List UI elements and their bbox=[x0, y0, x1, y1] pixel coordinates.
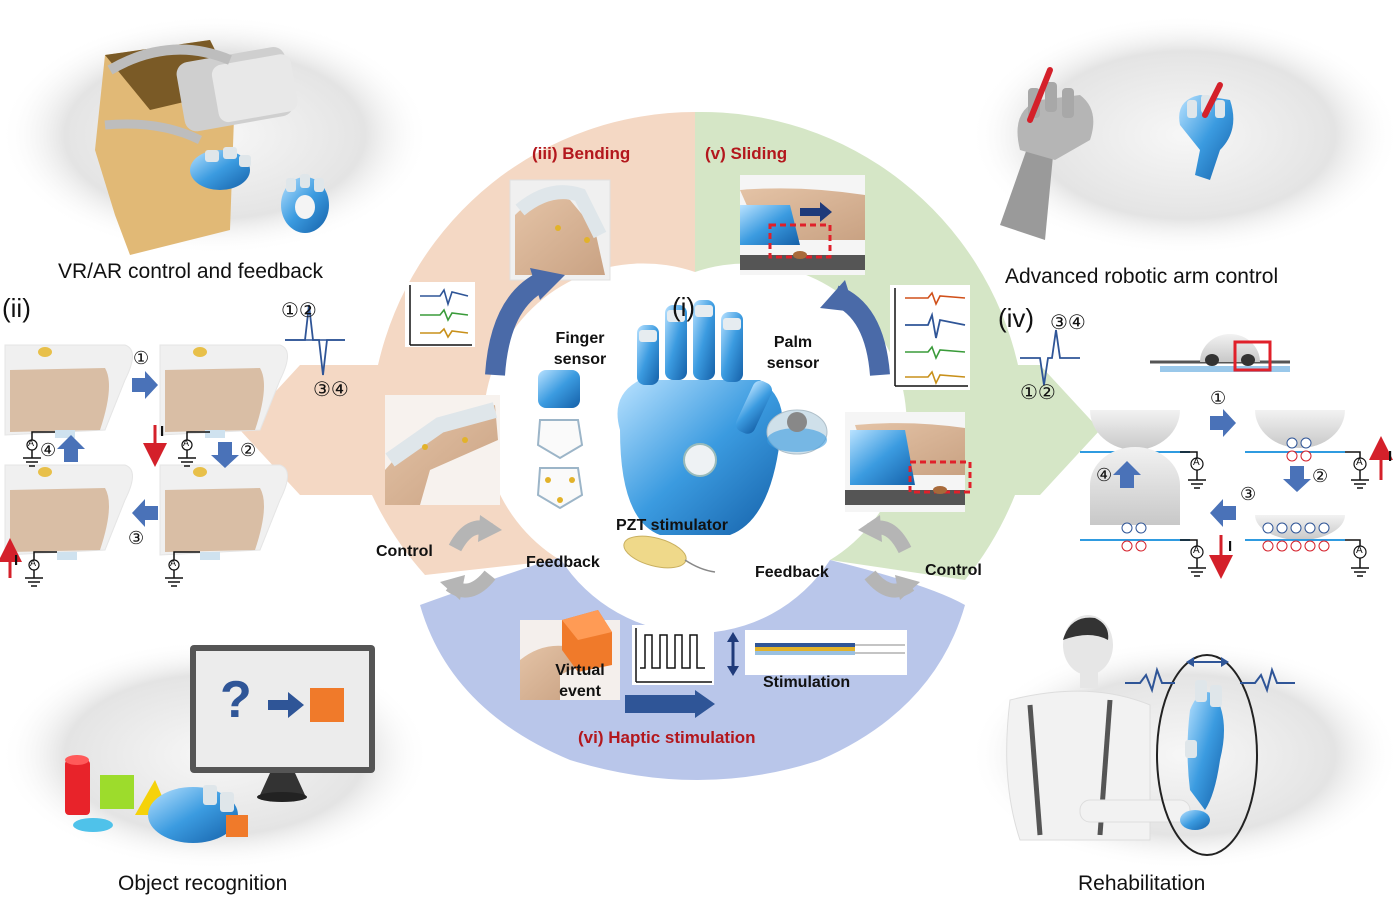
feedback-label-left: Feedback bbox=[526, 554, 600, 571]
ammeter-iv-4: A bbox=[1356, 545, 1363, 556]
ammeter-iv-1: A bbox=[1193, 457, 1200, 468]
ammeter-iv-2: A bbox=[1356, 457, 1363, 468]
ammeter-ii-1: A bbox=[28, 438, 35, 448]
palm-sensor-label: Palm sensor bbox=[758, 332, 828, 374]
control-label-left: Control bbox=[376, 543, 433, 560]
panel-ii-label: (ii) bbox=[2, 293, 31, 323]
step-iv-1: ① bbox=[1210, 388, 1227, 408]
current-ii-top: I bbox=[160, 423, 165, 440]
signal-iv-steps-bottom: ①② bbox=[1020, 382, 1056, 404]
finger-sensor-line1: Finger bbox=[555, 330, 605, 347]
signal-ii-steps-top: ①② bbox=[281, 300, 317, 322]
control-label-right: Control bbox=[925, 562, 982, 579]
current-ii-bottom: I bbox=[14, 552, 19, 569]
ammeter-ii-2: A bbox=[183, 438, 190, 448]
step-iv-4: ④ bbox=[1096, 465, 1113, 485]
loop-arrows bbox=[440, 515, 920, 600]
step-ii-2: ② bbox=[240, 440, 257, 460]
palm-sensor-line1: Palm bbox=[773, 334, 813, 351]
panel-i-label: (i) bbox=[672, 292, 696, 322]
rehabilitation-illustration bbox=[1006, 615, 1295, 856]
left-arrow-head bbox=[300, 380, 350, 480]
top-right-backdrop bbox=[970, 15, 1400, 255]
current-iv-bottom: I bbox=[1228, 538, 1233, 555]
mechanism-iv bbox=[1020, 329, 1393, 579]
step-iv-3: ③ bbox=[1240, 484, 1257, 504]
virtual-event-label: Virtual event bbox=[545, 660, 615, 702]
bending-panel bbox=[385, 179, 611, 505]
panel-vi-title: (vi) Haptic stimulation bbox=[578, 728, 756, 747]
step-ii-3: ③ bbox=[128, 528, 145, 548]
right-arrow-head bbox=[1050, 380, 1100, 480]
step-iv-2: ② bbox=[1312, 466, 1329, 486]
question-mark-icon: ? bbox=[220, 671, 252, 729]
current-iv-top: I bbox=[1388, 448, 1393, 465]
feedback-label-right: Feedback bbox=[755, 564, 829, 581]
rehabilitation-caption: Rehabilitation bbox=[1078, 872, 1206, 895]
pzt-stimulator-label: PZT stimulator bbox=[616, 517, 729, 534]
virtual-event-line2: event bbox=[559, 683, 601, 700]
stimulation-label: Stimulation bbox=[763, 674, 851, 691]
signal-ii-steps-bottom: ③④ bbox=[313, 379, 349, 401]
object-recognition-illustration bbox=[65, 645, 375, 843]
finger-sensor-line2: sensor bbox=[553, 351, 607, 368]
object-recognition-caption: Object recognition bbox=[118, 872, 288, 895]
vr-ar-caption: VR/AR control and feedback bbox=[58, 260, 323, 283]
ammeter-ii-3: A bbox=[30, 558, 37, 568]
ammeter-iv-3: A bbox=[1193, 545, 1200, 556]
panel-iv-label: (iv) bbox=[998, 303, 1035, 333]
mechanism-ii bbox=[0, 304, 345, 587]
virtual-event-line1: Virtual bbox=[555, 662, 605, 679]
step-ii-4: ④ bbox=[40, 440, 57, 460]
step-ii-1: ① bbox=[133, 348, 150, 368]
sliding-panel bbox=[740, 175, 972, 512]
haptic-panel bbox=[520, 610, 907, 718]
center-glove bbox=[536, 300, 828, 573]
palm-sensor-line2: sensor bbox=[766, 355, 820, 372]
finger-sensor-label: Finger sensor bbox=[545, 328, 615, 370]
robotic-arm-caption: Advanced robotic arm control bbox=[1005, 265, 1279, 288]
robotic-arm-illustration bbox=[1000, 67, 1234, 240]
panel-v-title: (v) Sliding bbox=[705, 144, 788, 163]
signal-iv-steps-top: ③④ bbox=[1050, 312, 1086, 334]
vr-headset-illustration bbox=[95, 40, 329, 255]
panel-iii-title: (iii) Bending bbox=[532, 144, 631, 163]
ammeter-ii-4: A bbox=[170, 558, 177, 568]
